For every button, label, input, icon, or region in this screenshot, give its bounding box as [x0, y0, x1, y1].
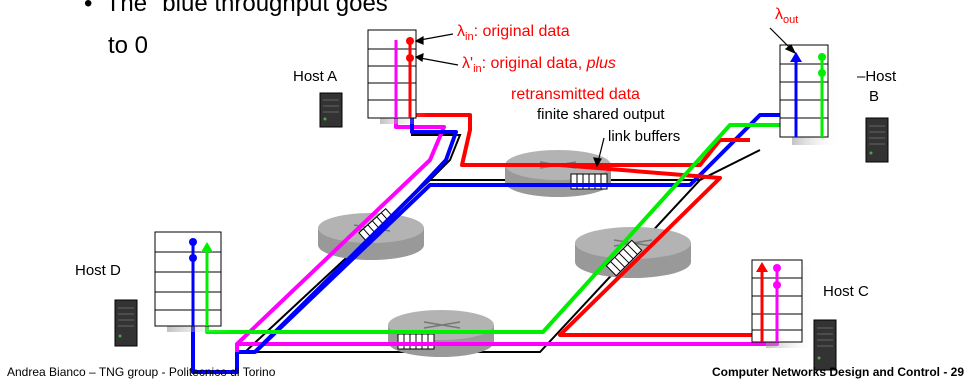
flow-arrowheads: [201, 52, 802, 272]
server-host-c: [813, 319, 837, 371]
host-d-label: Host D: [75, 262, 121, 279]
label-arrows: [414, 27, 797, 168]
retransmitted-label: retransmitted data: [511, 86, 640, 103]
flow-magenta: [235, 52, 779, 346]
flows: [191, 52, 824, 374]
footer-author: Andrea Bianco – TNG group - Politecnico …: [7, 365, 276, 379]
server-host-d: [114, 299, 138, 347]
host-a-label: Host A: [293, 68, 338, 85]
host-c-label: Host C: [823, 283, 869, 300]
buffers-label-line-1: finite shared output: [537, 106, 665, 123]
server-host-a: [319, 92, 343, 128]
buffer-bottom: [397, 333, 435, 350]
footer-slide-title: Computer Networks Design and Control - 2…: [712, 365, 965, 379]
bullet-line-2: to 0: [108, 32, 149, 59]
flow-dots: [189, 37, 826, 289]
lambda-out-label: λout: [775, 6, 799, 27]
buffer-right: [605, 239, 643, 277]
bullet-line-1: • The "blue throughput goes: [84, 0, 388, 17]
host-b-label-suffix: B: [869, 88, 880, 105]
host-b-label: –Host: [857, 68, 897, 85]
buffer-left: [358, 208, 396, 244]
host-a-stack: [367, 29, 428, 124]
flow-blue: [191, 52, 458, 374]
server-host-b: [865, 117, 889, 163]
buffers-label-line-2: link buffers: [608, 128, 681, 145]
host-b-stack: [779, 44, 840, 145]
lambda-prime-in-label: λ'in: original data, plus: [462, 55, 616, 76]
lambda-in-label: λin: original data: [457, 23, 570, 44]
